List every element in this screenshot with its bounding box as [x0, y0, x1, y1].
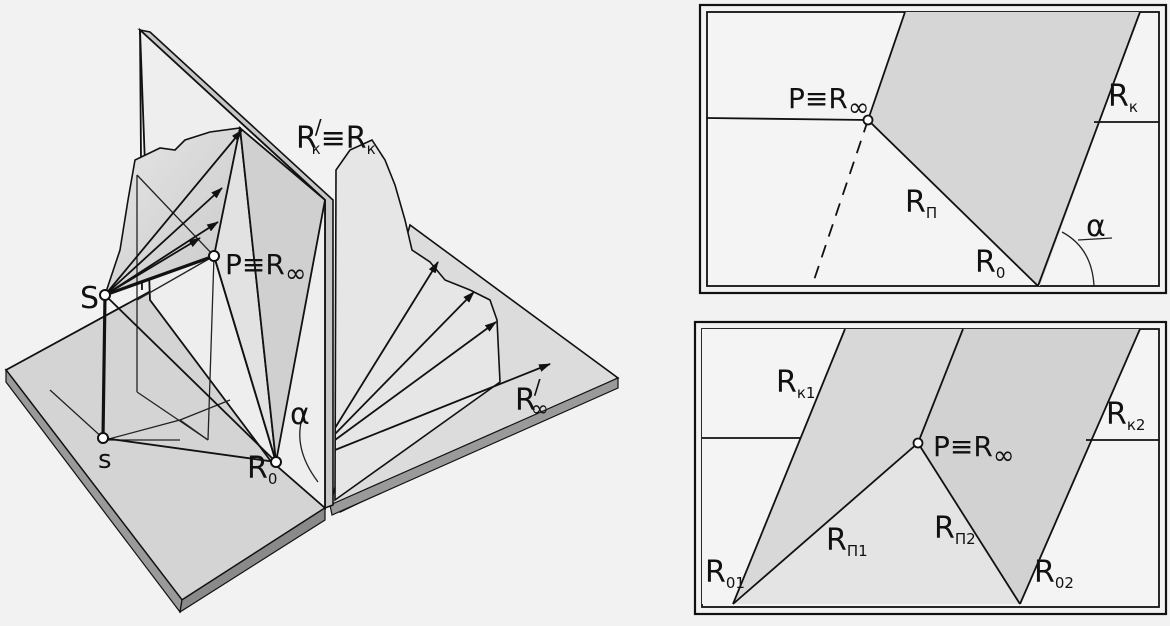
label-Rk-prime: R/к≡Rк: [296, 115, 376, 158]
point-R0: [270, 456, 282, 468]
label-R0: R0: [247, 451, 277, 488]
left-3d-figure: S s P≡R∞ α R0 R/к≡Rк R/∞: [4, 27, 620, 614]
top-right-panel: P≡R∞ Rк RП R0 α: [698, 3, 1168, 295]
point-P: [208, 250, 220, 262]
label-Rp2: RП2: [934, 511, 976, 548]
label-P-top: P≡R∞: [788, 82, 869, 123]
label-s: s: [98, 445, 112, 475]
label-Rp1: RП1: [826, 523, 868, 560]
s-vertical-line: [101, 294, 107, 439]
alpha-arc: [299, 409, 319, 483]
rays-from-s: [104, 129, 243, 296]
rays-right: [334, 261, 551, 451]
label-R02: R02: [1034, 555, 1074, 592]
s-to-p-line: [104, 254, 215, 297]
bottom-right-panel: Rк1 Rк2 P≡R∞ RП1 RП2 R01 R02: [693, 320, 1168, 616]
label-P: P≡R∞: [225, 248, 306, 289]
inclined-plane-R: [213, 125, 326, 463]
point-s: [97, 432, 109, 444]
s-to-r0-line: [102, 437, 277, 463]
point-P-bottom: [912, 437, 924, 449]
label-Rk-top: Rк: [1108, 79, 1138, 116]
point-P-top: [862, 114, 874, 126]
label-R0-top: R0: [975, 245, 1005, 282]
label-P-bottom: P≡R∞: [933, 430, 1014, 471]
label-R01: R01: [705, 555, 745, 592]
label-S: S: [80, 281, 99, 316]
label-alpha: α: [290, 397, 310, 432]
label-alpha-top: α: [1086, 209, 1106, 244]
label-Rp-top: RП: [905, 185, 937, 222]
label-Rk2: Rк2: [1106, 397, 1145, 434]
label-Rk1: Rк1: [776, 365, 815, 402]
label-Rinf-prime: R/∞: [515, 375, 549, 422]
point-S: [99, 289, 111, 301]
